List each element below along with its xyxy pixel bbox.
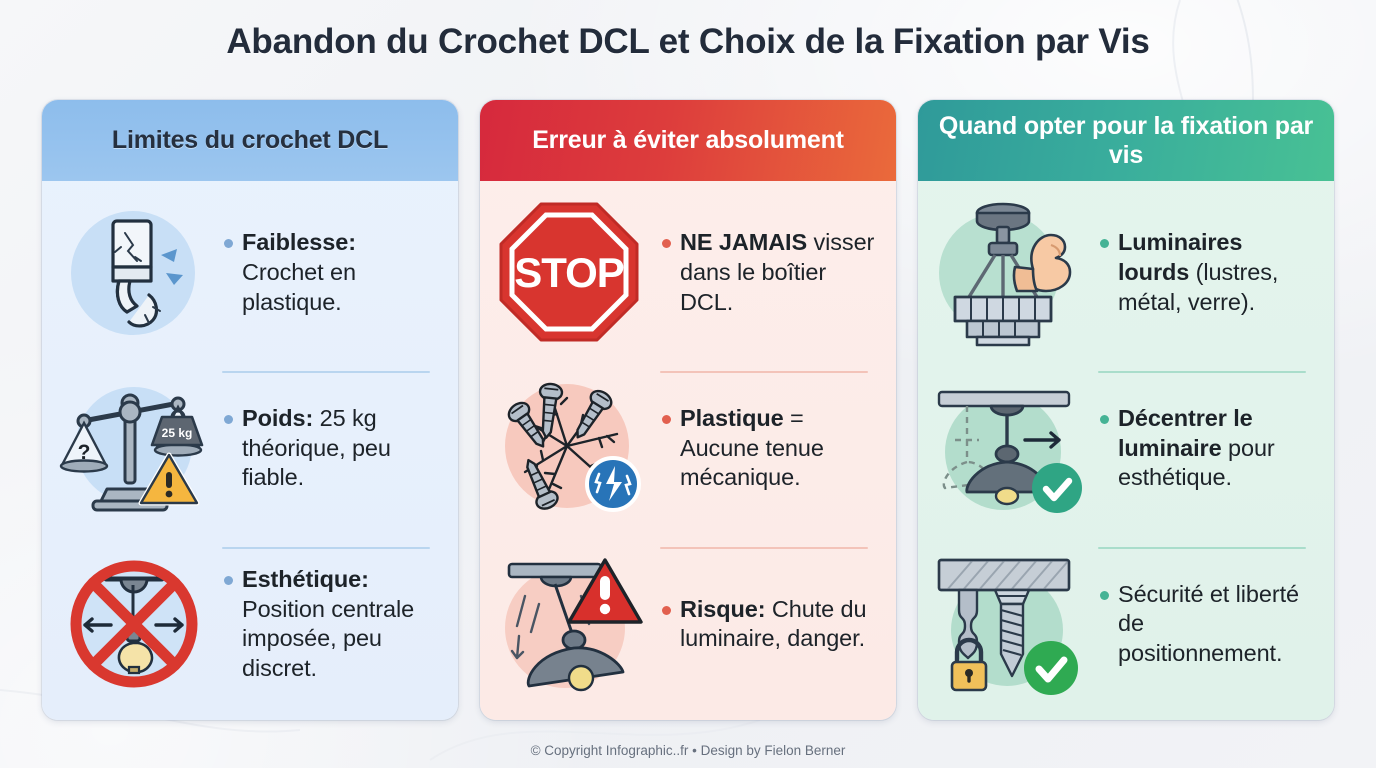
- bullet-icon: [662, 239, 671, 249]
- card-header-erreur: Erreur à éviter absolument: [480, 100, 896, 181]
- list-item-lead: Risque:: [680, 595, 766, 622]
- bullet-icon: [662, 415, 671, 425]
- bullet-icon: [1100, 590, 1109, 600]
- list-item-lead: NE JAMAIS: [680, 229, 808, 256]
- list-item: Luminaires lourds (lustres, métal, verre…: [928, 196, 1318, 350]
- card-body-quand-opter: Luminaires lourds (lustres, métal, verre…: [918, 181, 1334, 720]
- list-item-copy: Décentrer le luminaire pour esthétique.: [1118, 404, 1314, 493]
- offset-lamp-check-icon: [928, 373, 1096, 523]
- list-item-lead: Luminaires lourds: [1118, 229, 1243, 286]
- list-item-rest: pour esthétique.: [1118, 434, 1275, 491]
- list-item-rest: 25 kg théorique, peu fiable.: [242, 405, 391, 491]
- card-header-limites: Limites du crochet DCL: [42, 100, 458, 181]
- list-item-text: Risque: Chute du luminaire, danger.: [662, 595, 880, 654]
- card-body-erreur: STOP NE JAMAIS visser dans le boîtier DC…: [480, 181, 896, 720]
- list-item-text: NE JAMAIS visser dans le boîtier DCL.: [662, 228, 880, 317]
- list-item-rest: Crochet en plastique.: [242, 259, 356, 315]
- stop-sign-label: STOP: [514, 249, 624, 296]
- list-item-copy: Luminaires lourds (lustres, métal, verre…: [1118, 228, 1314, 317]
- list-item-lead: Faiblesse:: [242, 229, 356, 256]
- list-item: Faiblesse: Crochet en plastique.: [52, 196, 442, 350]
- list-item: Sécurité et liberté de positionnement.: [928, 547, 1318, 701]
- card-limites-crochet-dcl: Limites du crochet DCL: [42, 100, 458, 720]
- list-item: Risque: Chute du luminaire, danger.: [490, 547, 880, 701]
- scale-weight-label: 25 kg: [161, 426, 192, 440]
- list-item-rest: Sécurité et liberté de positionnement.: [1118, 580, 1299, 666]
- cards-container: Limites du crochet DCL: [42, 100, 1334, 720]
- list-item-copy: Poids: 25 kg théorique, peu fiable.: [242, 404, 438, 493]
- list-item: Esthétique: Position centrale imposée, p…: [52, 547, 442, 701]
- page-title: Abandon du Crochet DCL et Choix de la Fi…: [226, 22, 1150, 61]
- list-item: Décentrer le luminaire pour esthétique.: [928, 371, 1318, 525]
- bullet-icon: [224, 415, 233, 425]
- list-item-copy: Esthétique: Position centrale imposée, p…: [242, 565, 438, 683]
- bullet-icon: [224, 575, 233, 585]
- list-item-lead: Plastique: [680, 405, 784, 432]
- broken-plastic-hook-icon: [52, 198, 220, 348]
- list-item-copy: NE JAMAIS visser dans le boîtier DCL.: [680, 228, 876, 317]
- screw-anchor-lock-check-icon: [928, 549, 1096, 699]
- svg-text:?: ?: [77, 441, 90, 464]
- bullet-icon: [224, 239, 233, 249]
- stop-sign-icon: STOP: [490, 198, 658, 348]
- card-body-limites: Faiblesse: Crochet en plastique.: [42, 181, 458, 720]
- list-item: Plastique = Aucune tenue mécanique.: [490, 371, 880, 525]
- list-item: STOP NE JAMAIS visser dans le boîtier DC…: [490, 196, 880, 350]
- list-item-copy: Faiblesse: Crochet en plastique.: [242, 228, 438, 317]
- list-item-rest: (lustres, métal, verre).: [1118, 259, 1279, 315]
- list-item-copy: Risque: Chute du luminaire, danger.: [680, 595, 876, 654]
- list-item-rest: = Aucune tenue mécanique.: [680, 405, 824, 491]
- card-quand-opter-fixation-vis: Quand opter pour la fixation par vis: [918, 100, 1334, 720]
- list-item-copy: Sécurité et liberté de positionnement.: [1118, 580, 1314, 669]
- bullet-icon: [662, 605, 671, 615]
- list-item-rest: visser dans le boîtier DCL.: [680, 229, 875, 315]
- unbalanced-scale-25kg-icon: ? 25 kg: [52, 373, 220, 523]
- list-item-text: Luminaires lourds (lustres, métal, verre…: [1100, 228, 1318, 317]
- list-item-text: Sécurité et liberté de positionnement.: [1100, 580, 1318, 669]
- list-item-text: Décentrer le luminaire pour esthétique.: [1100, 404, 1318, 493]
- falling-lamp-warning-icon: [490, 549, 658, 699]
- list-item-rest: Chute du luminaire, danger.: [680, 595, 867, 652]
- screws-cracking-plastic-icon: [490, 373, 658, 523]
- list-item-text: Poids: 25 kg théorique, peu fiable.: [224, 404, 442, 493]
- list-item-lead: Décentrer le luminaire: [1118, 405, 1253, 461]
- heavy-chandelier-strength-icon: [928, 198, 1096, 348]
- list-item-copy: Plastique = Aucune tenue mécanique.: [680, 404, 876, 493]
- footer-credit: © Copyright Infographic..fr • Design by …: [530, 743, 846, 758]
- list-item-text: Plastique = Aucune tenue mécanique.: [662, 404, 880, 493]
- list-item-rest: Position centrale imposée, peu discret.: [242, 595, 415, 681]
- bullet-icon: [1100, 239, 1109, 249]
- list-item-text: Esthétique: Position centrale imposée, p…: [224, 565, 442, 683]
- card-header-quand-opter: Quand opter pour la fixation par vis: [918, 100, 1334, 181]
- no-centered-lamp-position-icon: [52, 549, 220, 699]
- list-item-lead: Poids:: [242, 405, 314, 432]
- list-item-text: Faiblesse: Crochet en plastique.: [224, 228, 442, 317]
- list-item-lead: Esthétique:: [242, 565, 369, 592]
- list-item: ? 25 kg: [52, 371, 442, 525]
- card-erreur-a-eviter: Erreur à éviter absolument STOP: [480, 100, 896, 720]
- bullet-icon: [1100, 415, 1109, 425]
